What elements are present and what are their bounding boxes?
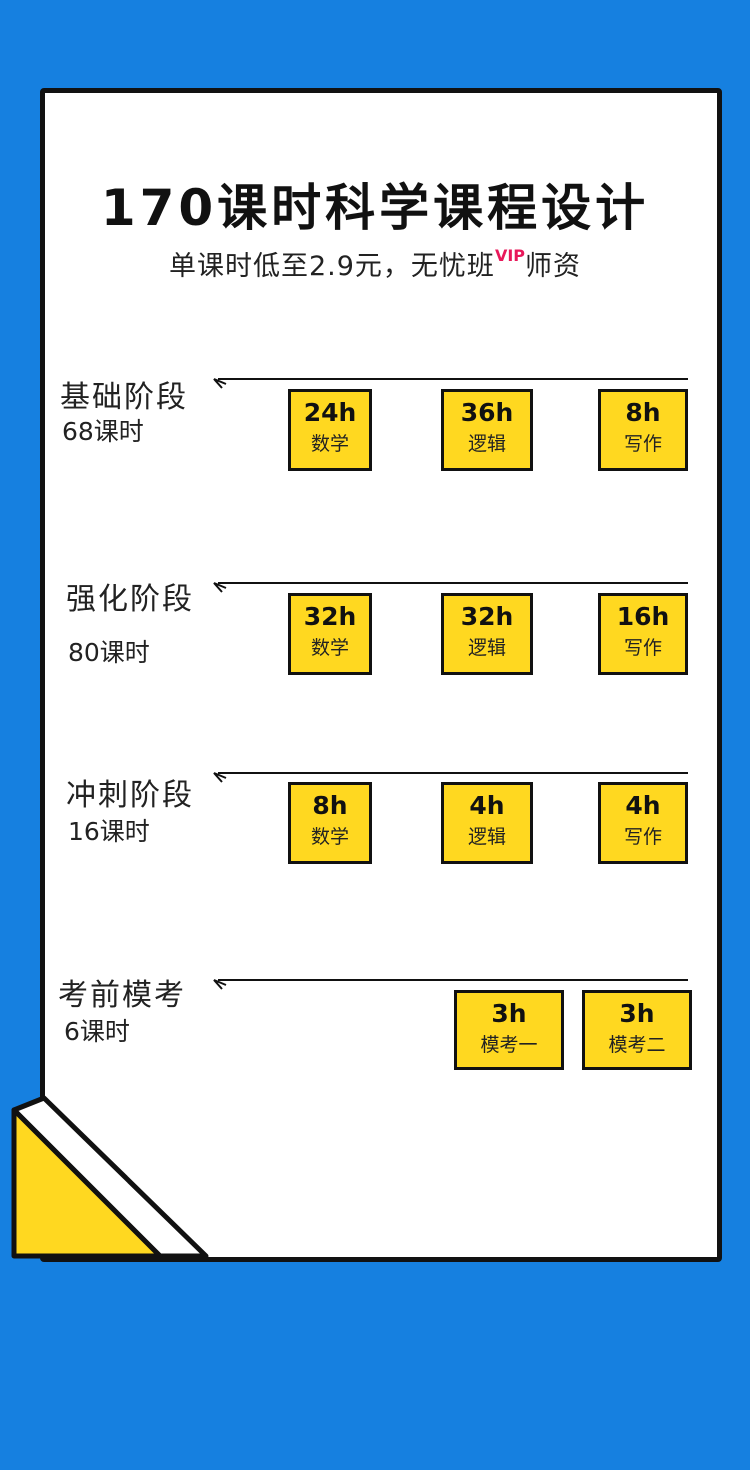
stage-divider (218, 582, 688, 584)
course-box: 16h 写作 (598, 593, 688, 675)
stage-hours: 6课时 (64, 1017, 130, 1046)
course-subject: 数学 (310, 637, 349, 659)
subtitle-prefix: 单课时低至2.9元，无忧班 (168, 251, 495, 282)
course-hours: 24h (303, 398, 357, 427)
course-box: 32h 数学 (288, 593, 372, 675)
stage-name: 冲刺阶段 (66, 778, 194, 813)
course-hours: 3h (491, 999, 527, 1028)
course-subject: 逻辑 (467, 826, 506, 848)
course-hours: 3h (619, 999, 655, 1028)
stage-hours: 68课时 (62, 417, 144, 446)
course-subject: 模考二 (608, 1034, 666, 1056)
course-box: 4h 逻辑 (441, 782, 533, 864)
stage-divider (218, 979, 688, 981)
course-subject: 写作 (623, 637, 662, 659)
course-hours: 8h (625, 398, 661, 427)
page-subtitle: 单课时低至2.9元，无忧班VIP师资 (0, 244, 750, 283)
course-hours: 32h (460, 602, 514, 631)
course-box: 32h 逻辑 (441, 593, 533, 675)
subtitle-suffix: 师资 (525, 251, 581, 282)
stage-name: 考前模考 (58, 978, 186, 1013)
course-box: 3h 模考一 (454, 990, 564, 1070)
course-subject: 逻辑 (467, 433, 506, 455)
vip-badge: VIP (494, 246, 525, 265)
course-hours: 36h (460, 398, 514, 427)
course-hours: 4h (469, 791, 505, 820)
course-box: 36h 逻辑 (441, 389, 533, 471)
course-subject: 写作 (623, 826, 662, 848)
stage-divider (218, 378, 688, 380)
page-title: 170课时科学课程设计 (100, 179, 650, 237)
course-subject: 数学 (310, 826, 349, 848)
stage-name: 基础阶段 (60, 380, 188, 415)
course-hours: 16h (616, 602, 670, 631)
course-hours: 32h (303, 602, 357, 631)
course-box: 4h 写作 (598, 782, 688, 864)
course-subject: 数学 (310, 433, 349, 455)
course-subject: 模考一 (480, 1034, 538, 1056)
course-box: 3h 模考二 (582, 990, 692, 1070)
stage-name: 强化阶段 (66, 582, 194, 617)
course-box: 8h 写作 (598, 389, 688, 471)
course-hours: 8h (312, 791, 348, 820)
stage-hours: 16课时 (68, 817, 150, 846)
course-hours: 4h (625, 791, 661, 820)
course-box: 8h 数学 (288, 782, 372, 864)
course-subject: 逻辑 (467, 637, 506, 659)
stage-divider (218, 772, 688, 774)
stage-hours: 80课时 (68, 638, 150, 667)
course-box: 24h 数学 (288, 389, 372, 471)
course-subject: 写作 (623, 433, 662, 455)
